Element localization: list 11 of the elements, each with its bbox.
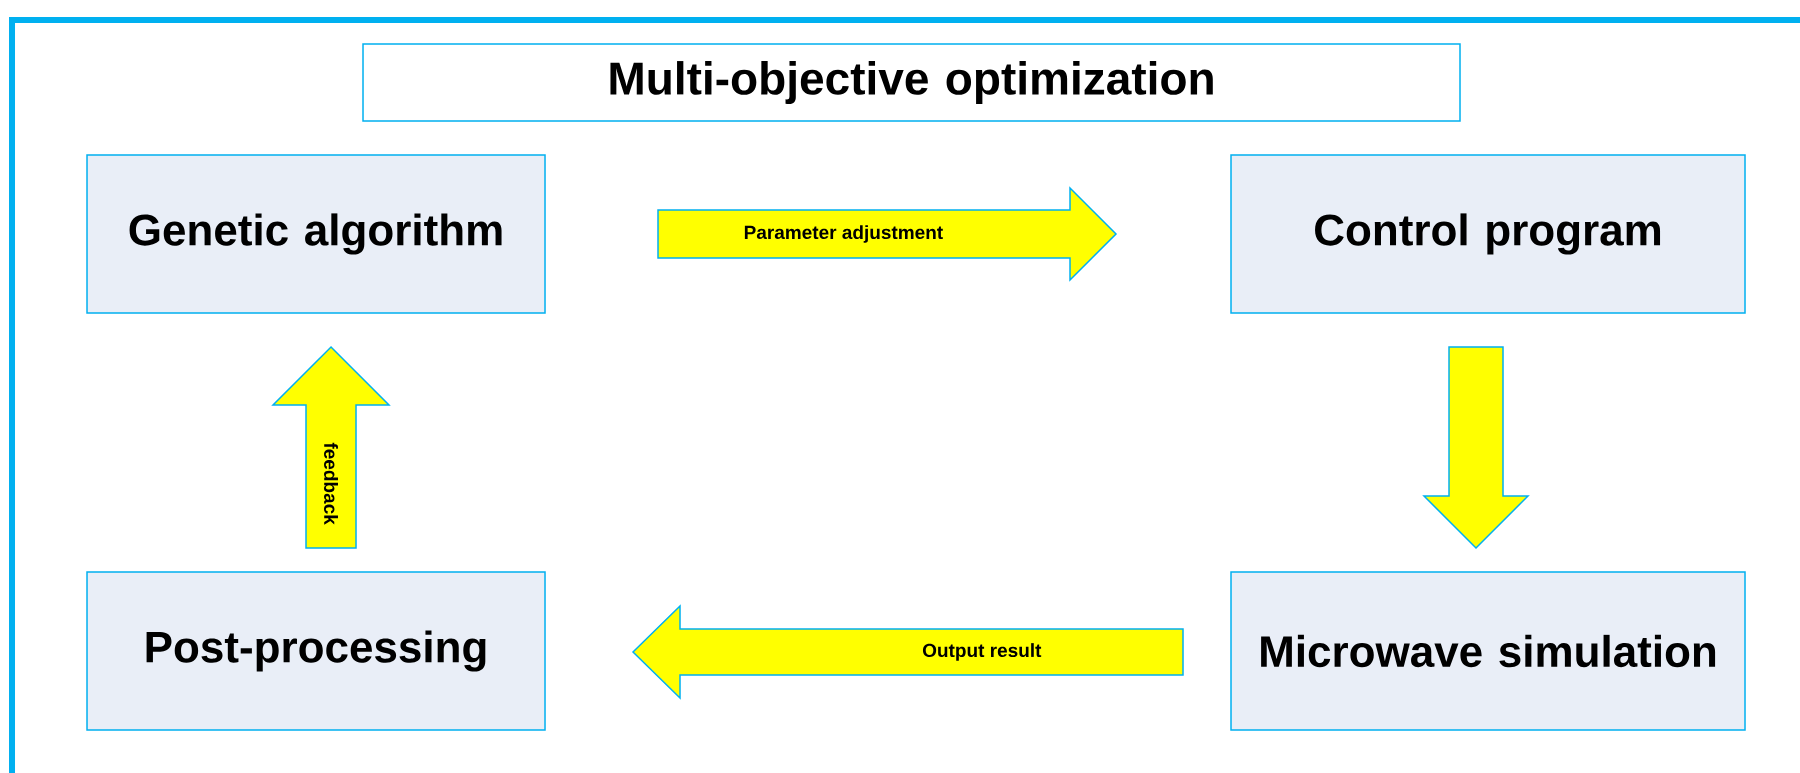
block-arrow: [1422, 346, 1530, 550]
process-box: Microwave simulation: [1230, 571, 1746, 731]
process-box: Genetic algorithm: [86, 154, 546, 314]
edge-label: feedback: [323, 441, 339, 526]
block-arrow: [631, 604, 1184, 700]
process-box: Post-processing: [86, 571, 546, 731]
title-box: Multi-objective optimization: [362, 43, 1461, 122]
edge-label: Output result: [921, 642, 1043, 662]
edge-label: Parameter adjustment: [742, 224, 945, 244]
block-arrow: [271, 345, 391, 549]
process-box: Control program: [1230, 154, 1746, 314]
